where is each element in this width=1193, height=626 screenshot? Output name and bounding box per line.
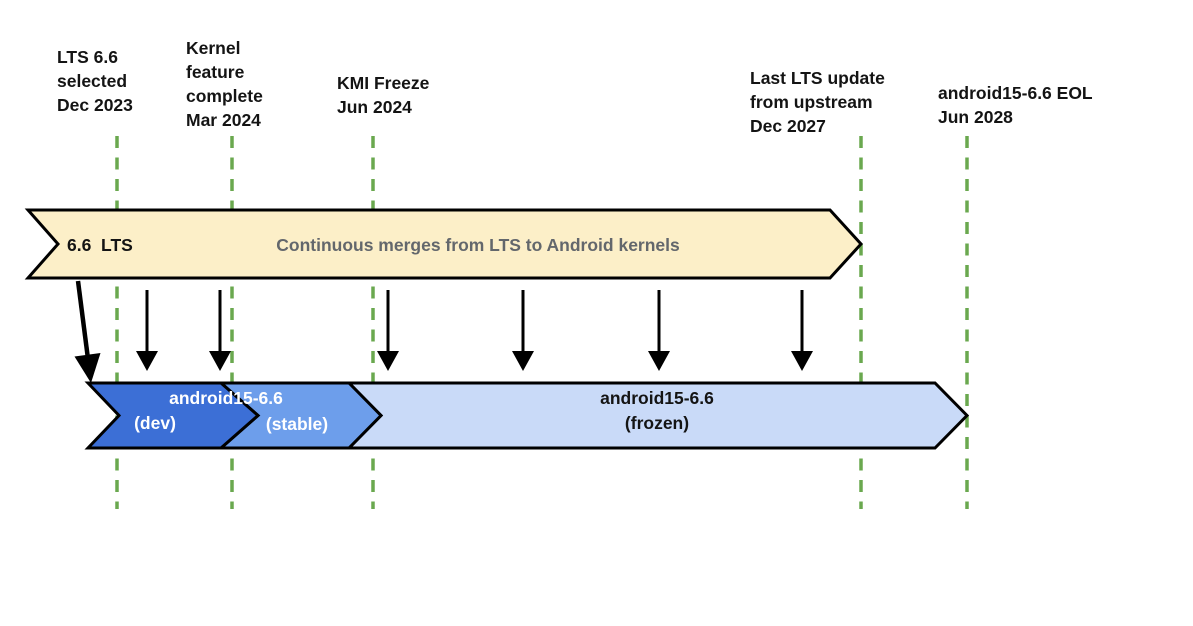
lts-banner-description: Continuous merges from LTS to Android ke… [276,235,680,255]
branch-fork-arrow-icon [74,280,101,383]
milestone-timelines [115,136,969,509]
merge-arrows [136,290,813,371]
milestone-label-kmi-freeze: KMI Freeze Jun 2024 [337,73,430,117]
milestone-label-lts-selected: LTS 6.6 selected Dec 2023 [57,47,133,115]
branch-dev-shape [84,381,261,450]
milestone-label-eol: android15-6.6 EOL Jun 2028 [938,83,1093,127]
branch-dev-stable-title: android15-6.6 [169,388,283,408]
branch-frozen-label: android15-6.6 (frozen) [600,388,714,433]
branch-dev-label: (dev) [134,413,176,433]
merge-arrow-icon [377,290,399,371]
milestone-label-last-lts-update: Last LTS update from upstream Dec 2027 [750,68,885,136]
branch-stable-label: (stable) [265,414,329,434]
lts-banner-tag: 6.6 LTS [67,235,133,255]
lts-banner-shape [24,208,864,280]
merge-arrow-icon [791,290,813,371]
merge-arrow-icon [512,290,534,371]
merge-arrow-icon [136,290,158,371]
merge-arrow-icon [648,290,670,371]
merge-arrow-icon [209,290,231,371]
milestone-label-feature-complete: Kernel feature complete Mar 2024 [186,38,263,130]
